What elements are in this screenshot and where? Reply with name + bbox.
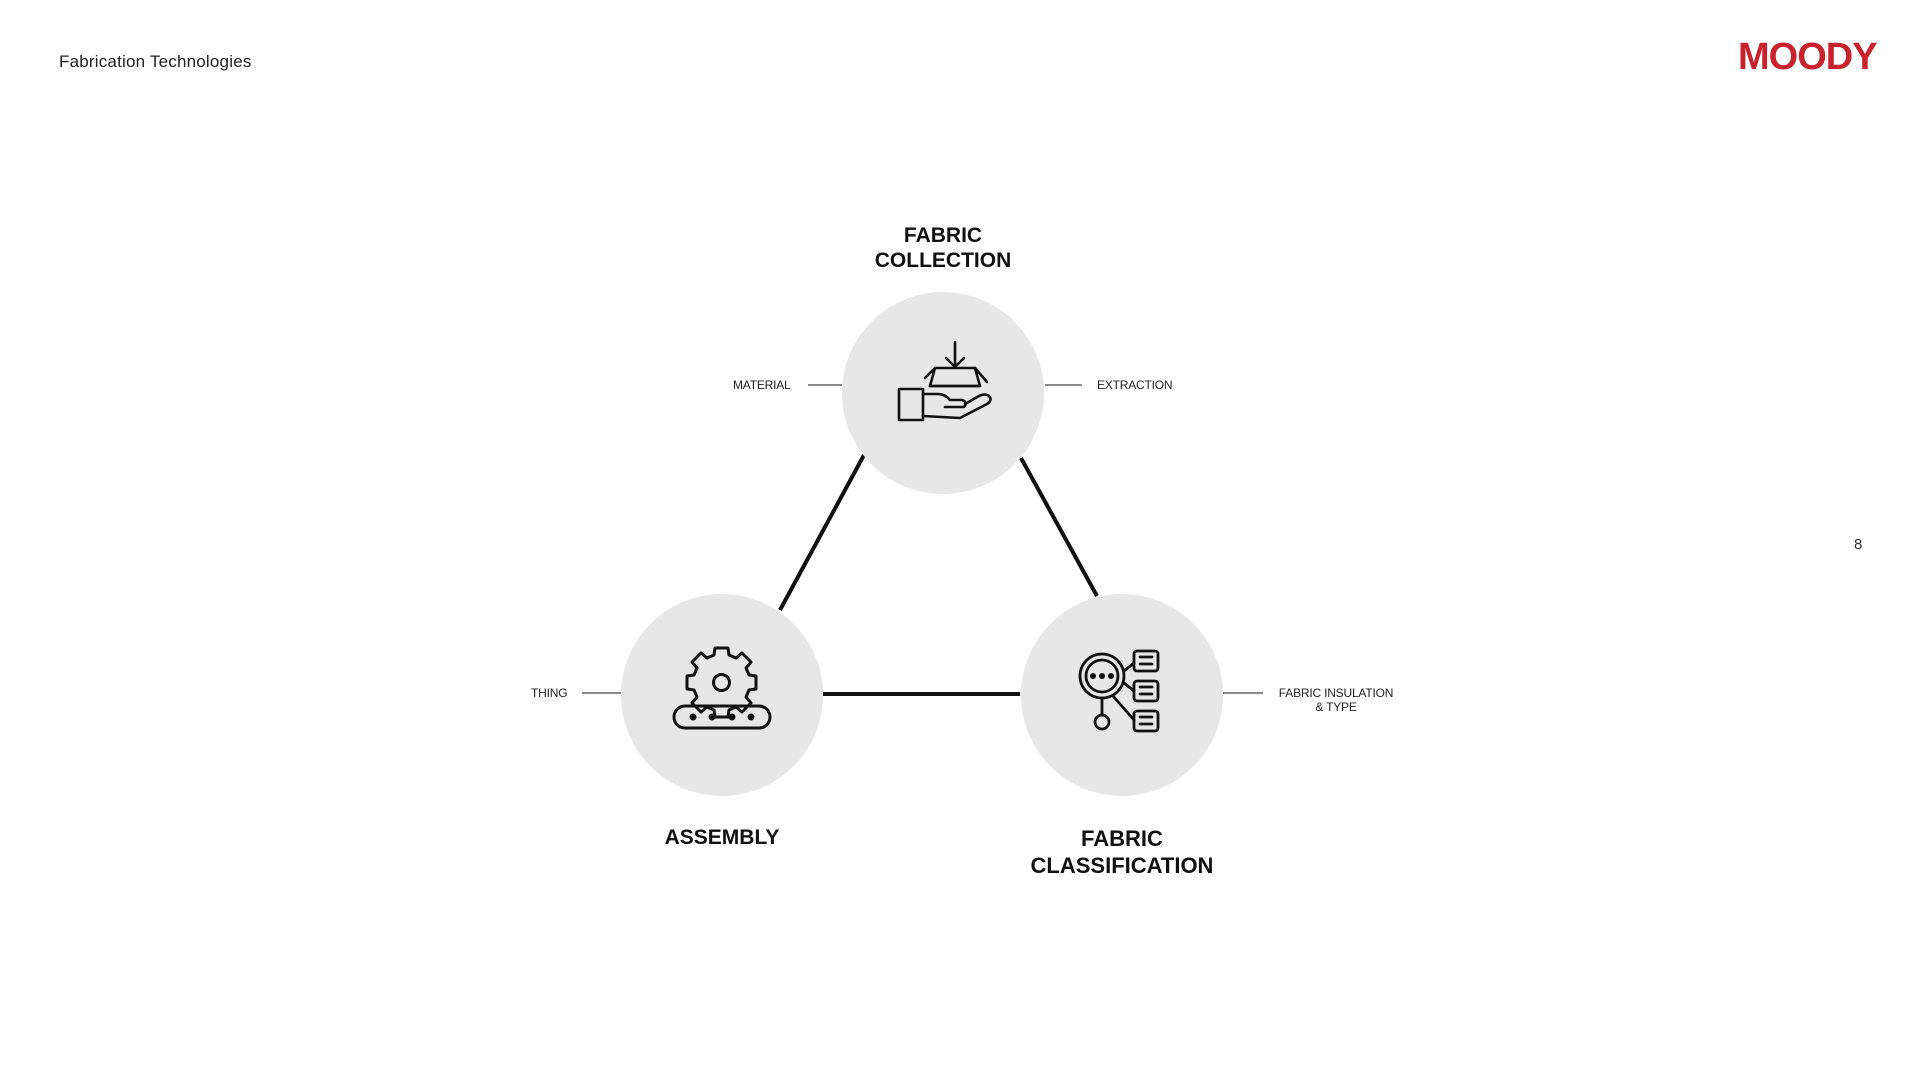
node-circle-assembly xyxy=(621,594,823,796)
connector-collection-assembly xyxy=(778,454,866,611)
note-material: MATERIAL xyxy=(733,378,791,392)
note-extraction: EXTRACTION xyxy=(1097,378,1173,392)
magnifier-list-icon xyxy=(1078,649,1160,733)
magnifier-dots xyxy=(1090,673,1114,679)
note-fabric-insulation: FABRIC INSULATION & TYPE xyxy=(1278,686,1394,714)
node-circle-classification xyxy=(1021,594,1223,796)
page-number: 8 xyxy=(1854,536,1863,553)
brand-logo: MOODY xyxy=(1738,36,1878,78)
node-circle-collection xyxy=(842,292,1044,494)
conveyor-rollers xyxy=(689,713,755,721)
connector-collection-classification xyxy=(1019,457,1099,597)
node-label-classification: FABRIC CLASSIFICATION xyxy=(1030,826,1214,878)
node-label-assembly: ASSEMBLY xyxy=(664,826,780,849)
gear-conveyor-icon xyxy=(672,646,772,730)
note-thing: THING xyxy=(531,686,568,700)
header-title: Fabrication Technologies xyxy=(59,52,252,71)
node-label-collection: FABRIC COLLECTION xyxy=(874,224,1012,272)
hand-box-icon xyxy=(897,340,992,422)
